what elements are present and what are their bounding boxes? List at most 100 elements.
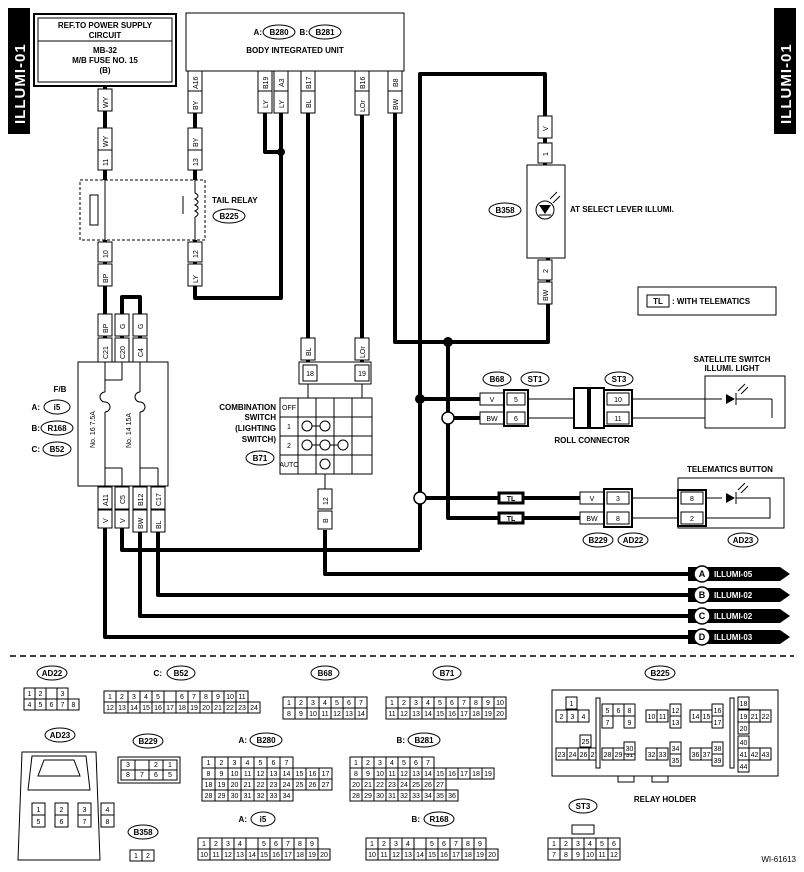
telematics-button: TL TL V BW 3 8 8 2 TELEMATICS BUTTON B22… <box>497 465 785 548</box>
connector-pin-number: 10 <box>368 852 376 859</box>
ref-line4: M/B FUSE NO. 15 <box>72 56 138 65</box>
combo-pin: 12 <box>323 497 330 505</box>
connector-cell <box>485 848 499 861</box>
ref-arrow-d[interactable]: D ILLUMI-03 <box>688 628 790 646</box>
st1-code: ST1 <box>528 375 543 384</box>
body-integrated-unit: A: B280 B: B281 BODY INTEGRATED UNIT <box>185 12 405 72</box>
connector-pin-number: 16 <box>448 711 456 718</box>
connector-pin-number: 3 <box>394 841 398 848</box>
connector-pin-number: 20 <box>488 852 496 859</box>
b52-label: B52 <box>174 669 189 678</box>
connector-pin-number: 18 <box>178 705 186 712</box>
connector-pin-number: 26 <box>580 752 588 759</box>
b229-code: B229 <box>588 536 608 545</box>
wire-label: BY <box>193 137 200 147</box>
connector-cell <box>279 789 294 802</box>
connector-pin-number: 19 <box>476 852 484 859</box>
connector-pin-number: 17 <box>322 771 330 778</box>
connector-pin-number: 5 <box>262 841 266 848</box>
connector-pin-number: 14 <box>416 852 424 859</box>
connector-pin-number: 5 <box>168 772 172 779</box>
connector-pin-number: 6 <box>272 760 276 767</box>
connector-pin-number: 4 <box>246 760 250 767</box>
switch-row-label: 2 <box>287 443 291 450</box>
connector-pin-number: 28 <box>604 752 612 759</box>
connector-pin-number: 6 <box>50 702 54 709</box>
b281-prefix: B: <box>397 736 405 745</box>
b229-pin: 3 <box>616 496 620 503</box>
connector-pin-number: 1 <box>202 841 206 848</box>
select-lever-label: AT SELECT LEVER ILLUMI. <box>570 205 674 214</box>
connector-pin-number: 6 <box>442 841 446 848</box>
connector-pin-number: 24 <box>250 705 258 712</box>
wire-label: V <box>103 518 110 523</box>
st3-label: ST3 <box>576 802 591 811</box>
connector-pin-number: 22 <box>226 705 234 712</box>
connector-cell <box>31 814 46 828</box>
ref-arrow-c[interactable]: C ILLUMI-02 <box>688 607 790 625</box>
wire-label: BW <box>393 98 400 110</box>
fb-label: F/B <box>54 385 67 394</box>
connector-pin-number: 7 <box>552 852 556 859</box>
connector-pin-number: 14 <box>248 852 256 859</box>
connector-pin-number: 31 <box>388 793 396 800</box>
connector-pin-number: 4 <box>588 841 592 848</box>
connector-cell <box>141 849 155 862</box>
connector-pin-number: 14 <box>130 705 138 712</box>
connector-pin-number: 11 <box>388 711 395 718</box>
select-lever-code: B358 <box>495 206 515 215</box>
connector-cell <box>67 698 80 711</box>
connector-cell <box>737 759 750 773</box>
connector-cell <box>318 778 333 791</box>
connector-pin-number: 24 <box>569 752 577 759</box>
connector-pin-number: 39 <box>714 758 722 765</box>
b225-label: B225 <box>650 669 670 678</box>
connector-pin-number: 3 <box>61 691 65 698</box>
connector-cell <box>134 759 150 771</box>
biu-code-b-prefix: B: <box>300 28 308 37</box>
connector-pin-number: 25 <box>412 782 420 789</box>
b358-label: B358 <box>133 828 153 837</box>
connector-pin-number: 35 <box>436 793 444 800</box>
connector-pin-number: 7 <box>286 841 290 848</box>
b52-prefix: C: <box>154 669 162 678</box>
b68-code: B68 <box>490 375 505 384</box>
connector-pin-number: 8 <box>564 852 568 859</box>
connector-pin-number: 10 <box>200 852 208 859</box>
connector-pin-number: 25 <box>296 782 304 789</box>
wire-label: WY <box>103 135 110 147</box>
connector-pin-number: 3 <box>311 700 315 707</box>
connector-pin-number: 2 <box>154 762 158 769</box>
ref-arrow-b[interactable]: B ILLUMI-02 <box>688 586 790 604</box>
legend-key: TL <box>653 297 663 306</box>
wire-label: BW <box>543 289 550 301</box>
connector-pin-number: 5 <box>39 702 43 709</box>
connector-pin-number: 12 <box>333 711 341 718</box>
connector-pin-number: 23 <box>238 705 246 712</box>
connector-cell <box>623 715 636 729</box>
connector-pin-number: 27 <box>322 782 330 789</box>
connector-pin-number: 16 <box>440 852 448 859</box>
b229-pin: 8 <box>616 516 620 523</box>
connector-pin-number: 5 <box>438 700 442 707</box>
fuse-box: No. 16 7.5A No. 14 15A F/B A: i5 B: R168… <box>32 361 169 487</box>
satellite-label-1: SATELLITE SWITCH <box>694 355 771 364</box>
connector-cell <box>247 701 261 714</box>
st3-code: ST3 <box>612 375 627 384</box>
wire-label: WY <box>103 96 110 108</box>
connector-pin-number: 20 <box>202 705 210 712</box>
biu-code-a-prefix: A: <box>254 28 262 37</box>
fb-pin: C21 <box>103 346 110 359</box>
connector-pin-number: 1 <box>570 701 574 708</box>
connector-pin-number: 11 <box>321 711 328 718</box>
connector-pin-number: 7 <box>192 694 196 701</box>
ref-arrow-a[interactable]: A ILLUMI-05 <box>688 565 790 583</box>
fb-pin: C17 <box>156 493 163 506</box>
connector-pin-number: 28 <box>352 793 360 800</box>
connector-pin-number: 6 <box>154 772 158 779</box>
